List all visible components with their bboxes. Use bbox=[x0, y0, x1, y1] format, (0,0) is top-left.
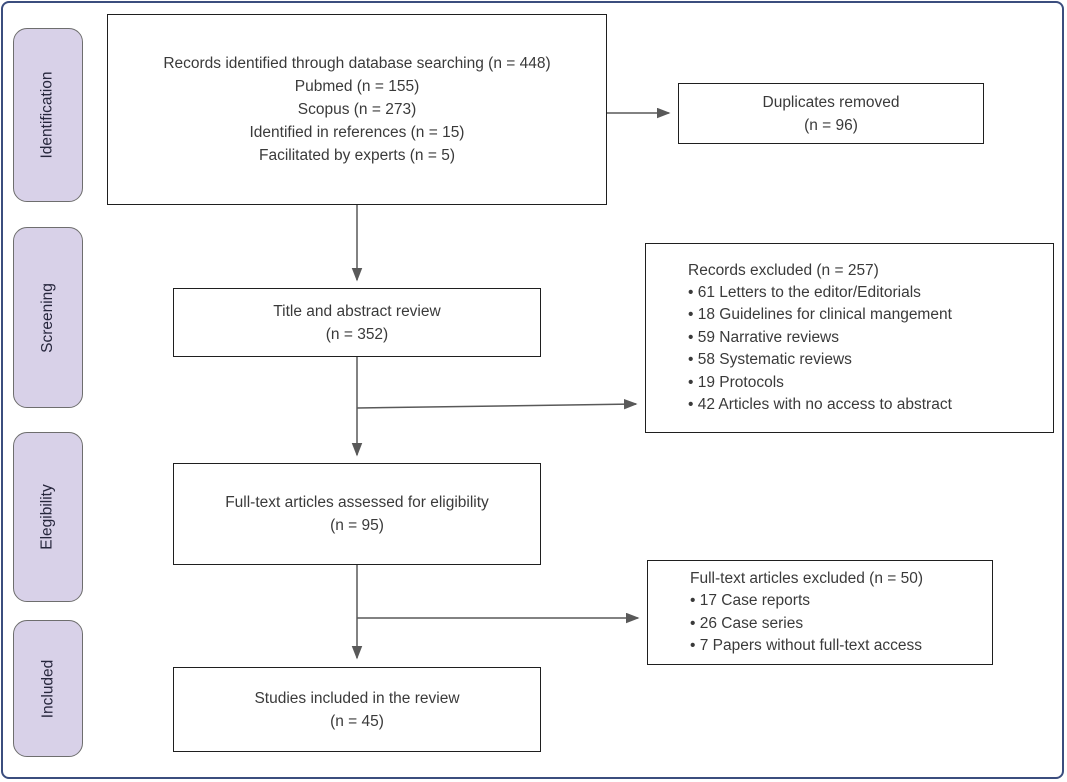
box-text-line: Full-text articles assessed for eligibil… bbox=[225, 494, 489, 511]
box-records-excluded: Records excluded (n = 257) 61 Letters to… bbox=[645, 243, 1054, 433]
box-text-line: Scopus (n = 273) bbox=[297, 101, 417, 118]
box-fulltext-assessed: Full-text articles assessed for eligibil… bbox=[173, 463, 541, 565]
stage-included: Included bbox=[13, 620, 83, 757]
exclusion-reason: 42 Articles with no access to abstract bbox=[688, 394, 1053, 416]
box-text-line: Identified in references (n = 15) bbox=[249, 124, 465, 141]
stage-elegibility: Elegibility bbox=[13, 432, 83, 602]
stage-screening: Screening bbox=[13, 227, 83, 408]
box-text-line: (n = 95) bbox=[330, 517, 384, 534]
exclusion-reason: 59 Narrative reviews bbox=[688, 327, 1053, 349]
box-text-line: Facilitated by experts (n = 5) bbox=[259, 147, 455, 164]
box-records-identified: Records identified through database sear… bbox=[107, 14, 607, 205]
exclusion-reason: 26 Case series bbox=[690, 613, 992, 635]
exclusion-reason: 61 Letters to the editor/Editorials bbox=[688, 282, 1053, 304]
stage-identification: Identification bbox=[13, 28, 83, 202]
box-text-line: (n = 45) bbox=[330, 712, 384, 730]
box-title: Records excluded (n = 257) bbox=[688, 261, 879, 279]
box-fulltext-excluded: Full-text articles excluded (n = 50) 17 … bbox=[647, 560, 993, 665]
box-studies-included: Studies included in the review (n = 45) bbox=[173, 667, 541, 752]
exclusion-reason: 18 Guidelines for clinical mangement bbox=[688, 304, 1053, 326]
box-text-line: Pubmed (n = 155) bbox=[294, 78, 420, 95]
box-text-line: Records identified through database sear… bbox=[163, 55, 551, 72]
stage-label: Included bbox=[38, 659, 56, 718]
box-text-line: (n = 96) bbox=[804, 116, 858, 134]
box-text-line: Title and abstract review bbox=[273, 302, 441, 320]
arrow-branch-to-records-excluded bbox=[356, 398, 638, 410]
exclusion-reason: 58 Systematic reviews bbox=[688, 349, 1053, 371]
exclusion-reason: 17 Case reports bbox=[690, 590, 992, 612]
box-title: Full-text articles excluded (n = 50) bbox=[690, 569, 924, 587]
box-duplicates-removed: Duplicates removed (n = 96) bbox=[678, 83, 984, 144]
box-text-line: Duplicates removed bbox=[762, 93, 900, 111]
box-text-line: (n = 352) bbox=[325, 325, 389, 343]
stage-label: Identification bbox=[39, 71, 56, 159]
box-title-abstract-review: Title and abstract review (n = 352) bbox=[173, 288, 541, 357]
stage-label: Screening bbox=[39, 282, 57, 353]
exclusion-reason: 19 Protocols bbox=[688, 372, 1053, 394]
exclusion-reason: 7 Papers without full-text access bbox=[690, 635, 992, 657]
stage-label: Elegibility bbox=[38, 484, 56, 550]
box-text-line: Studies included in the review bbox=[254, 689, 460, 707]
